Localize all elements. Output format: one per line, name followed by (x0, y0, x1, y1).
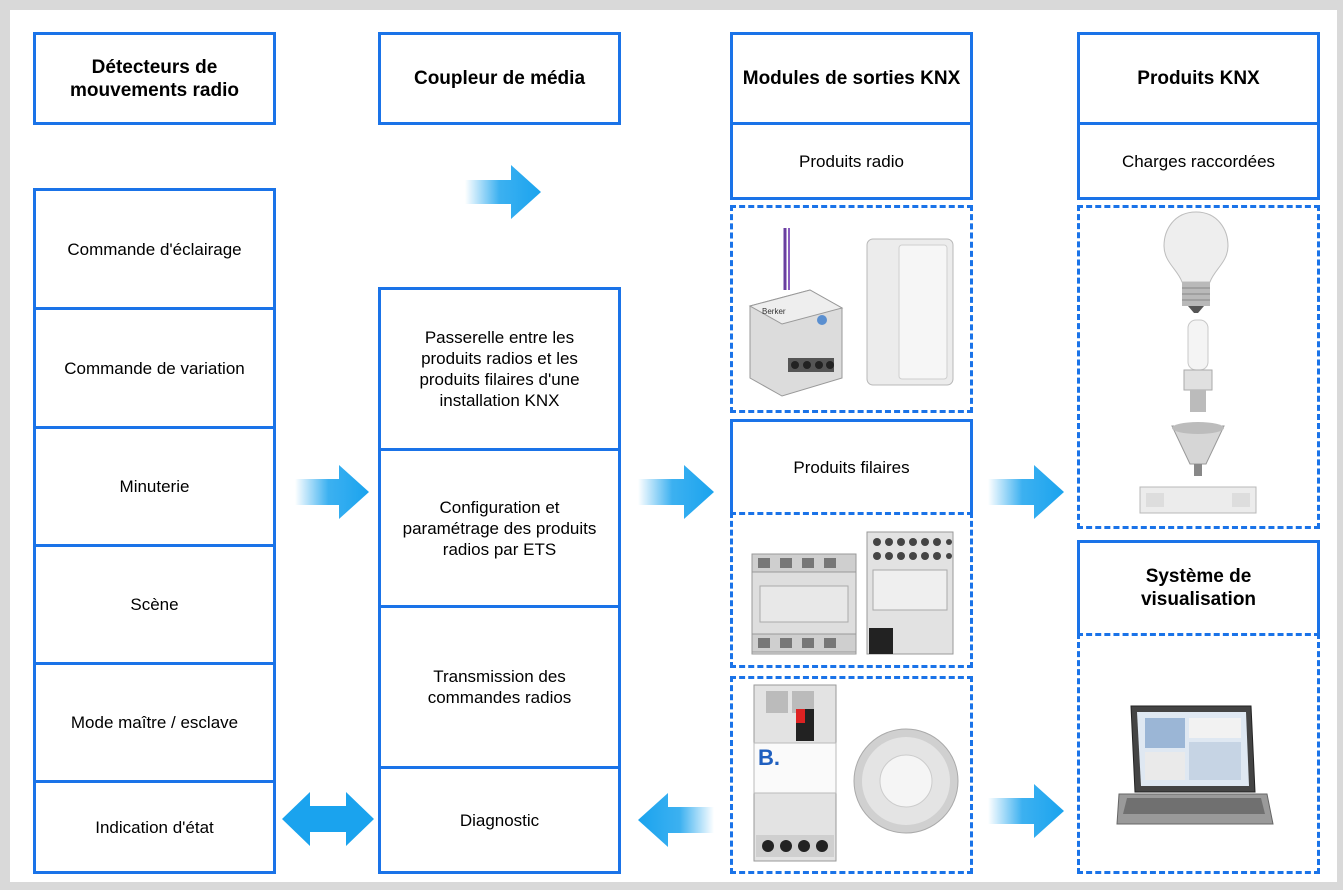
laptop-image (1116, 705, 1274, 825)
arrow-right-icon (988, 465, 1064, 519)
detector-item-timer: Minuterie (33, 426, 276, 547)
modules-radio-label-box: Produits radio (730, 122, 973, 200)
detector-item-label: Minuterie (119, 477, 190, 496)
detector-item-label: Commande de variation (64, 358, 245, 378)
modules-wired-label: Produits filaires (793, 457, 910, 477)
knx-loads-label: Charges raccordées (1121, 151, 1276, 171)
coupler-item-gateway: Passerelle entre les produits radios et … (378, 287, 621, 451)
energy-saving-lamp-image (1183, 319, 1213, 412)
brand-label: Berker (762, 307, 786, 316)
radio-actuator-image: Berker (748, 228, 844, 397)
arrow-right-icon (295, 465, 369, 519)
knx-title-text: Produits KNX (1137, 68, 1260, 89)
modules-radio-label: Produits radio (799, 151, 904, 171)
arrow-right-icon (638, 465, 714, 519)
detector-item-dimming: Commande de variation (33, 307, 276, 429)
detector-item-label: Scène (130, 595, 179, 614)
knx-title: Produits KNX (1077, 32, 1320, 125)
coupler-item-transmission: Transmission des commandes radios (378, 605, 621, 769)
visualisation-title: Système de visualisation (1077, 540, 1320, 636)
halogen-spot-image (1171, 422, 1225, 476)
detectors-title: Détecteurs de mouvements radio (33, 32, 276, 125)
logo-letter: B. (758, 745, 780, 770)
arrow-right-icon (988, 784, 1064, 838)
detector-item-scene: Scène (33, 544, 276, 665)
radio-wall-module-image (866, 238, 954, 386)
wired-dimmer-image (751, 553, 857, 655)
arrow-bidirectional-icon (282, 792, 374, 846)
motion-detector-image (853, 728, 959, 834)
modules-wired-label-box: Produits filaires (730, 419, 973, 515)
coupler-item-configuration: Configuration et paramétrage des produit… (378, 448, 621, 608)
coupler-item-label: Transmission des commandes radios (427, 667, 572, 707)
media-coupler-image: B. (753, 684, 837, 862)
coupler-item-label: Passerelle entre les produits radios et … (419, 328, 580, 410)
detector-item-label: Indication d'état (95, 817, 214, 837)
arrow-right-icon (465, 165, 541, 219)
modules-title-text: Modules de sorties KNX (742, 68, 961, 89)
arrow-left-icon (638, 793, 714, 847)
wired-switch-actuator-image (866, 531, 954, 655)
coupler-title-text: Coupleur de média (413, 68, 586, 89)
coupler-title: Coupleur de média (378, 32, 621, 125)
detector-item-master-slave: Mode maître / esclave (33, 662, 276, 783)
detector-item-lighting: Commande d'éclairage (33, 188, 276, 310)
coupler-item-label: Diagnostic (459, 810, 540, 830)
detectors-title-text: Détecteurs de mouvements radio (70, 56, 239, 101)
modules-title: Modules de sorties KNX (730, 32, 973, 125)
visualisation-title-text: Système de visualisation (1140, 566, 1257, 610)
coupler-item-label: Configuration et paramétrage des produit… (402, 497, 597, 559)
detector-item-status: Indication d'état (33, 780, 276, 874)
detector-item-label: Mode maître / esclave (70, 713, 239, 732)
detector-item-label: Commande d'éclairage (67, 239, 242, 259)
knx-loads-label-box: Charges raccordées (1077, 122, 1320, 200)
electronic-ballast-image (1139, 486, 1257, 514)
light-bulb-image (1163, 211, 1229, 313)
coupler-item-diagnostic: Diagnostic (378, 766, 621, 874)
